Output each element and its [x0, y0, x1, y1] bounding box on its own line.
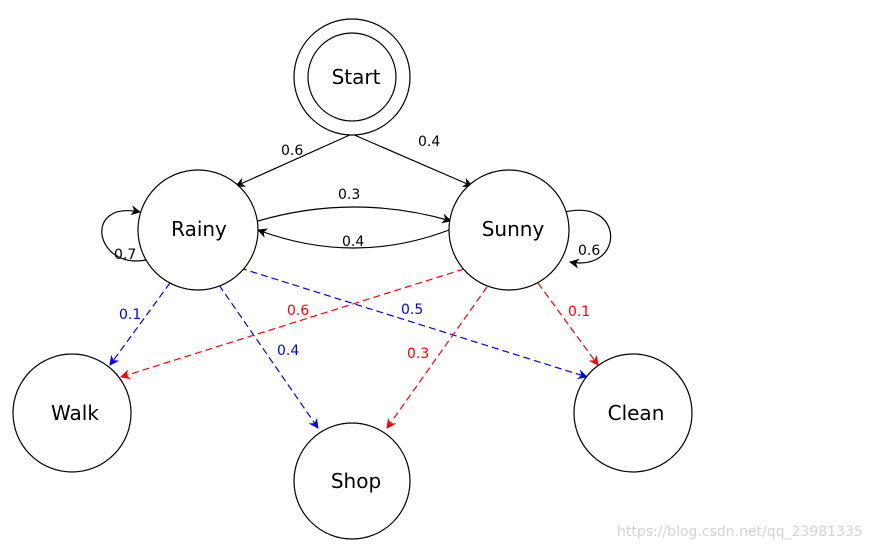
edge-label-rainy-clean: 0.5 [401, 302, 423, 318]
edge-sunny-rainy [257, 228, 450, 249]
watermark: https://blog.csdn.net/qq_23981335 [617, 524, 863, 540]
edge-rainy-walk [109, 282, 171, 366]
node-walk: Walk [12, 353, 132, 473]
edge-label-sunny-walk: 0.6 [287, 303, 309, 319]
edge-label-rainy-walk: 0.1 [119, 307, 141, 323]
edge-label-start-sunny: 0.4 [418, 134, 440, 150]
edge-label-start-rainy: 0.6 [281, 143, 303, 159]
edge-label-sunny-rainy: 0.4 [342, 234, 364, 250]
edge-label-rainy-shop: 0.4 [277, 343, 299, 359]
edge-label-rainy-sunny: 0.3 [338, 187, 360, 203]
node-start: Start [293, 18, 411, 136]
node-walk-label: Walk [51, 401, 99, 425]
node-clean-label: Clean [608, 401, 665, 425]
node-rainy: Rainy [137, 169, 259, 291]
node-clean: Clean [573, 353, 693, 473]
edge-label-sunny-clean: 0.1 [568, 304, 590, 320]
edge-sunny-clean [537, 282, 599, 366]
edge-label-sunny-self: 0.6 [578, 243, 600, 259]
node-rainy-label: Rainy [171, 217, 227, 241]
edge-rainy-sunny [257, 206, 452, 224]
edge-rainy-shop [218, 284, 319, 429]
node-sunny-label: Sunny [482, 217, 545, 241]
edge-start-rainy [235, 133, 353, 187]
node-start-label: Start [332, 65, 381, 89]
edge-rainy-clean [239, 267, 588, 380]
edge-rainy-self [101, 205, 147, 262]
edge-start-sunny [351, 133, 473, 188]
node-sunny: Sunny [448, 169, 570, 291]
node-shop-label: Shop [331, 469, 381, 493]
edge-sunny-self [564, 209, 612, 269]
edge-label-rainy-self: 0.7 [114, 247, 136, 263]
edge-label-sunny-shop: 0.3 [407, 346, 429, 362]
edge-sunny-walk [120, 268, 465, 380]
node-shop: Shop [293, 422, 411, 540]
edge-sunny-shop [386, 286, 488, 429]
